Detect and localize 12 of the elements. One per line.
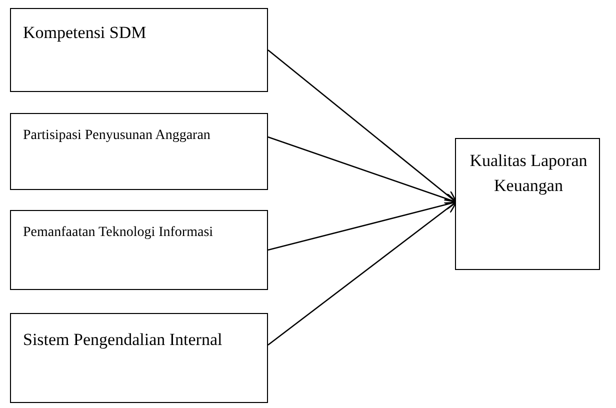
box-label: Kompetensi SDM [23,22,148,44]
arrow [268,50,458,204]
box-label: Kualitas Laporan Keuangan [468,150,588,197]
box-label: Partisipasi Penyusunan Anggaran [23,127,212,145]
text-box [10,113,268,190]
text-box [10,313,268,403]
arrow [268,200,458,346]
text-box [455,138,600,270]
box-label: Sistem Pengendalian Internal [23,329,223,351]
box-label: Pemanfaatan Teknologi Informasi [23,224,214,242]
text-box [10,210,268,290]
text-box [10,8,268,92]
